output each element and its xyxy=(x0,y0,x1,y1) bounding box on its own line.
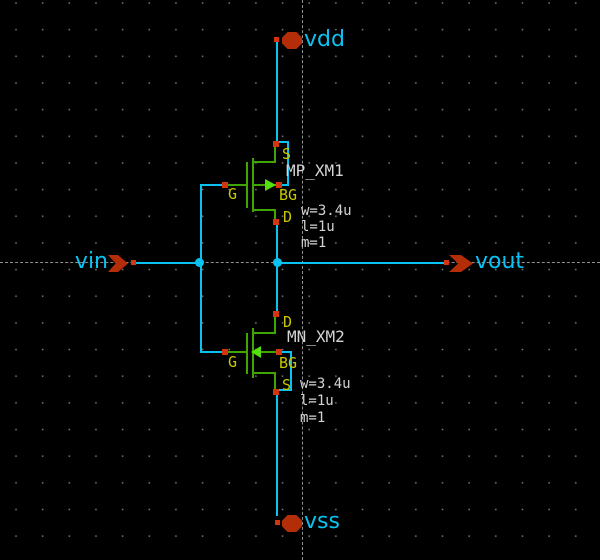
wire-vdd-drop[interactable] xyxy=(276,42,278,142)
vdd-pin-pad[interactable] xyxy=(274,37,279,42)
wire-nmos-bulk-jog-bottom[interactable] xyxy=(279,389,292,391)
nmos-drain-label: D xyxy=(283,313,293,331)
wire-gate-bus[interactable] xyxy=(200,184,202,353)
pmos-source-label: S xyxy=(282,145,292,163)
pmos-drain-stub-h xyxy=(252,209,276,211)
pmos-gate-lead xyxy=(228,184,246,186)
wire-pmos-gate[interactable] xyxy=(200,184,222,186)
pmos-gate-pin-pad[interactable] xyxy=(222,182,228,188)
nmos-drain-stub-h xyxy=(252,332,276,334)
pmos-param-l: l=1u xyxy=(301,219,335,235)
wire-vout[interactable] xyxy=(281,262,445,264)
nmos-instance-name: MN_XM2 xyxy=(287,327,345,346)
crosshair-vertical-line xyxy=(302,0,303,560)
wire-nmos-bulk-jog-right[interactable] xyxy=(290,351,292,391)
nmos-param-l: l=1u xyxy=(300,393,334,409)
wire-pmos-source-jog-top[interactable] xyxy=(276,141,289,143)
wire-vin[interactable] xyxy=(136,262,197,264)
pmos-bulk-pin-pad[interactable] xyxy=(276,182,282,188)
nmos-source-pin-pad[interactable] xyxy=(273,389,279,395)
nmos-bulk-arrow-icon xyxy=(251,346,261,358)
nmos-bulk-label: BG xyxy=(279,354,298,372)
nmos-gate-plate xyxy=(246,333,248,374)
vss-net-label: vss xyxy=(304,509,340,534)
pmos-bulk-arrow-icon xyxy=(265,179,276,191)
nmos-drain-pin-pad[interactable] xyxy=(273,311,279,317)
pmos-params: w=3.4u l=1u m=1 xyxy=(301,203,352,251)
vout-pin-pad[interactable] xyxy=(444,260,449,265)
nmos-param-m: m=1 xyxy=(300,410,326,426)
vin-arrow-icon[interactable] xyxy=(108,255,128,272)
pmos-instance-name: MP_XM1 xyxy=(286,161,344,180)
vdd-pin-icon[interactable] xyxy=(282,32,302,49)
vss-pin-icon[interactable] xyxy=(282,515,302,532)
junction-dot-vin[interactable] xyxy=(195,258,204,267)
vss-pin-pad[interactable] xyxy=(275,520,280,525)
pmos-channel-line xyxy=(252,158,254,212)
nmos-drain-stub-v xyxy=(274,317,276,334)
nmos-gate-pin-pad[interactable] xyxy=(222,349,228,355)
vin-pin-pad[interactable] xyxy=(131,260,136,265)
nmos-gate-label: G xyxy=(228,353,238,371)
nmos-source-stub-h xyxy=(252,372,276,374)
pmos-drain-stub-v xyxy=(274,209,276,221)
nmos-source-stub-v xyxy=(274,372,276,390)
nmos-source-label: S xyxy=(282,376,292,394)
nmos-gate-lead xyxy=(228,351,246,353)
nmos-params: w=3.4u l=1u m=1 xyxy=(300,376,351,427)
junction-dot-vout[interactable] xyxy=(273,258,282,267)
pmos-source-pin-pad[interactable] xyxy=(273,141,279,147)
pmos-gate-label: G xyxy=(228,185,238,203)
pmos-source-stub-h xyxy=(252,161,276,163)
wire-nmos-bulk-jog-top[interactable] xyxy=(282,351,292,353)
pmos-drain-pin-pad[interactable] xyxy=(273,219,279,225)
vout-net-label: vout xyxy=(475,249,525,274)
pmos-param-w: w=3.4u xyxy=(301,203,352,219)
nmos-bulk-stub xyxy=(254,351,276,353)
vout-arrow-icon[interactable] xyxy=(449,255,473,272)
wire-nmos-gate[interactable] xyxy=(200,351,222,353)
wire-vss-drop[interactable] xyxy=(276,395,278,516)
pmos-bulk-label: BG xyxy=(279,186,298,204)
vdd-net-label: vdd xyxy=(304,27,345,52)
wire-pmos-source-jog-right[interactable] xyxy=(287,141,289,186)
pmos-drain-label: D xyxy=(283,208,293,226)
pmos-source-stub-v xyxy=(274,147,276,163)
pmos-gate-plate xyxy=(246,162,248,208)
pmos-param-m: m=1 xyxy=(301,235,327,251)
wire-pmos-bulk-jog[interactable] xyxy=(282,184,289,186)
wire-drain-output[interactable] xyxy=(276,225,278,312)
nmos-bulk-pin-pad[interactable] xyxy=(276,349,282,355)
nmos-param-w: w=3.4u xyxy=(300,376,351,392)
vin-net-label: vin xyxy=(74,249,108,274)
